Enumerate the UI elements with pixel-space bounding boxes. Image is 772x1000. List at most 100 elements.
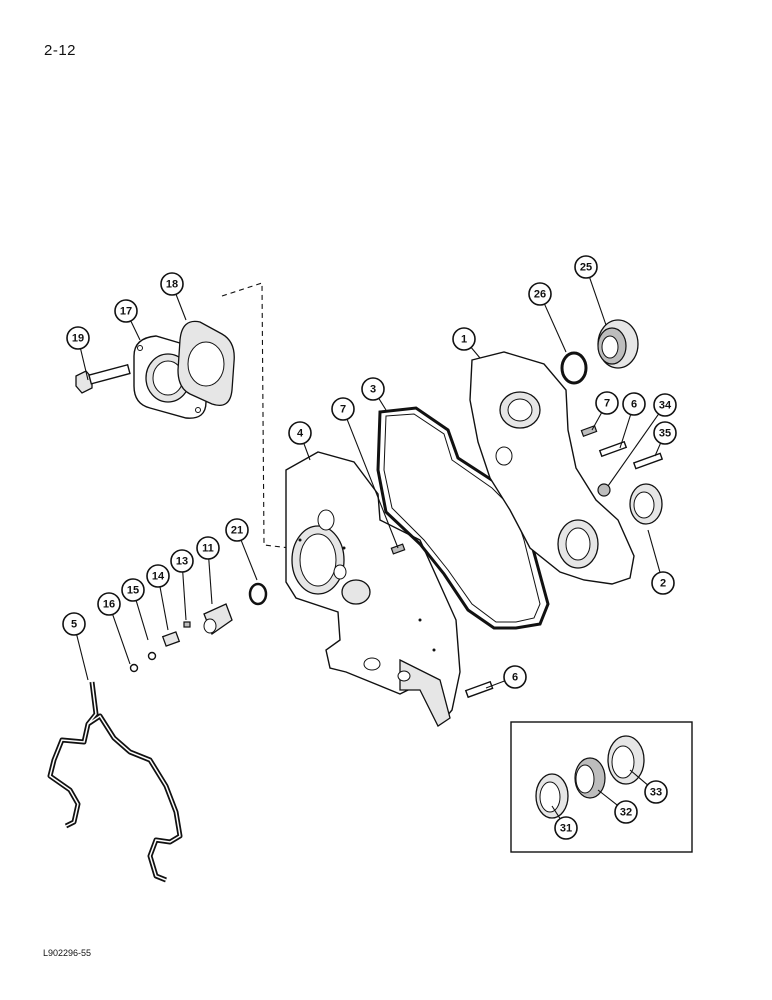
leader-line [543, 303, 567, 353]
callout-33: 33 [629, 769, 668, 804]
callout-label: 1 [461, 334, 467, 346]
callout-25: 25 [574, 255, 607, 326]
callout-circle [651, 571, 675, 595]
callout-label: 17 [120, 306, 132, 318]
part-34-washer [597, 483, 611, 497]
callout-19: 19 [66, 326, 90, 381]
callout-circle [114, 299, 138, 323]
callout-circle [121, 578, 145, 602]
callout-label: 34 [659, 400, 672, 412]
callout-circle [653, 421, 677, 445]
callout-label: 7 [340, 404, 346, 416]
leader-line [591, 412, 603, 431]
callout-3: 3 [361, 377, 387, 411]
leader-line [112, 614, 131, 665]
callout-circle [62, 612, 86, 636]
callout-label: 19 [72, 333, 84, 345]
part-33-seal [607, 735, 645, 785]
part-21-ring [248, 582, 268, 606]
part-6-bolt-lower [464, 680, 494, 699]
part-35-bolt [632, 452, 664, 470]
callout-circle [574, 255, 598, 279]
leader-line [80, 348, 89, 381]
callout-18: 18 [160, 272, 187, 321]
part-11-housing [203, 603, 233, 636]
part-7-bolt-right [580, 425, 598, 437]
callout-1: 1 [452, 327, 481, 359]
callout-16: 16 [97, 592, 131, 665]
part-5-gasket-strip [47, 681, 183, 883]
part-16-washer [129, 663, 139, 673]
leader-line [135, 600, 149, 641]
part-5-gasket-strip-inner [49, 681, 181, 881]
callout-label: 16 [103, 599, 115, 611]
callout-label: 5 [71, 619, 77, 631]
callout-circle [554, 816, 578, 840]
callout-circle [644, 780, 668, 804]
callout-circle [503, 665, 527, 689]
part-4-gear-housing [285, 451, 461, 727]
callout-label: 26 [534, 289, 546, 301]
callout-circle [622, 392, 646, 416]
callout-circle [361, 377, 385, 401]
page-number: 2-12 [44, 42, 77, 59]
part-3-gasket [376, 406, 550, 630]
callout-circle [331, 397, 355, 421]
callout-circle [146, 564, 170, 588]
dashed-alignment-line [221, 282, 291, 549]
callout-4: 4 [288, 421, 312, 461]
leader-line [607, 413, 660, 487]
callout-label: 13 [176, 556, 188, 568]
leader-line [303, 443, 311, 461]
callout-6: 6 [619, 392, 646, 449]
callout-label: 31 [560, 823, 572, 835]
callout-circle [170, 549, 194, 573]
leader-line [76, 634, 89, 681]
part-6-bolt-upper [598, 440, 628, 458]
callout-13: 13 [170, 549, 194, 621]
leader-line [551, 805, 561, 820]
callout-label: 11 [202, 543, 214, 555]
callout-14: 14 [146, 564, 170, 631]
leader-line [654, 442, 662, 457]
callout-label: 35 [659, 428, 671, 440]
part-19-bolt [75, 363, 131, 394]
callout-circle [196, 536, 220, 560]
leader-line [240, 540, 258, 581]
callout-circle [66, 326, 90, 350]
callout-circle [452, 327, 476, 351]
leader-line [346, 419, 399, 549]
callout-circle [528, 282, 552, 306]
part-31-seal [535, 773, 569, 819]
callout-circle [653, 393, 677, 417]
callout-circle [595, 391, 619, 415]
callout-26: 26 [528, 282, 567, 353]
leader-line [175, 294, 187, 321]
leader-line [589, 277, 607, 326]
callout-5: 5 [62, 612, 89, 681]
figure-reference-code: L902296-55 [43, 948, 92, 958]
callout-label: 6 [631, 399, 637, 411]
leader-line [629, 769, 648, 786]
part-26-ring [560, 351, 588, 385]
leader-line [159, 586, 169, 631]
callout-11: 11 [196, 536, 220, 605]
callout-label: 18 [166, 279, 178, 291]
part-13-pin [183, 621, 191, 628]
callout-label: 6 [512, 672, 518, 684]
callout-6: 6 [485, 665, 527, 689]
callout-label: 21 [231, 525, 243, 537]
callout-label: 33 [650, 787, 662, 799]
leader-line [182, 571, 187, 621]
leader-line [647, 529, 661, 573]
callout-35: 35 [653, 421, 677, 457]
part-2-seal [629, 483, 663, 525]
leader-line [619, 414, 632, 449]
callout-31: 31 [551, 805, 578, 840]
callout-7: 7 [591, 391, 619, 431]
callout-label: 14 [152, 571, 165, 583]
part-32-sleeve [574, 757, 606, 799]
leader-line [378, 398, 387, 411]
callout-15: 15 [121, 578, 149, 641]
callout-label: 25 [580, 262, 592, 274]
